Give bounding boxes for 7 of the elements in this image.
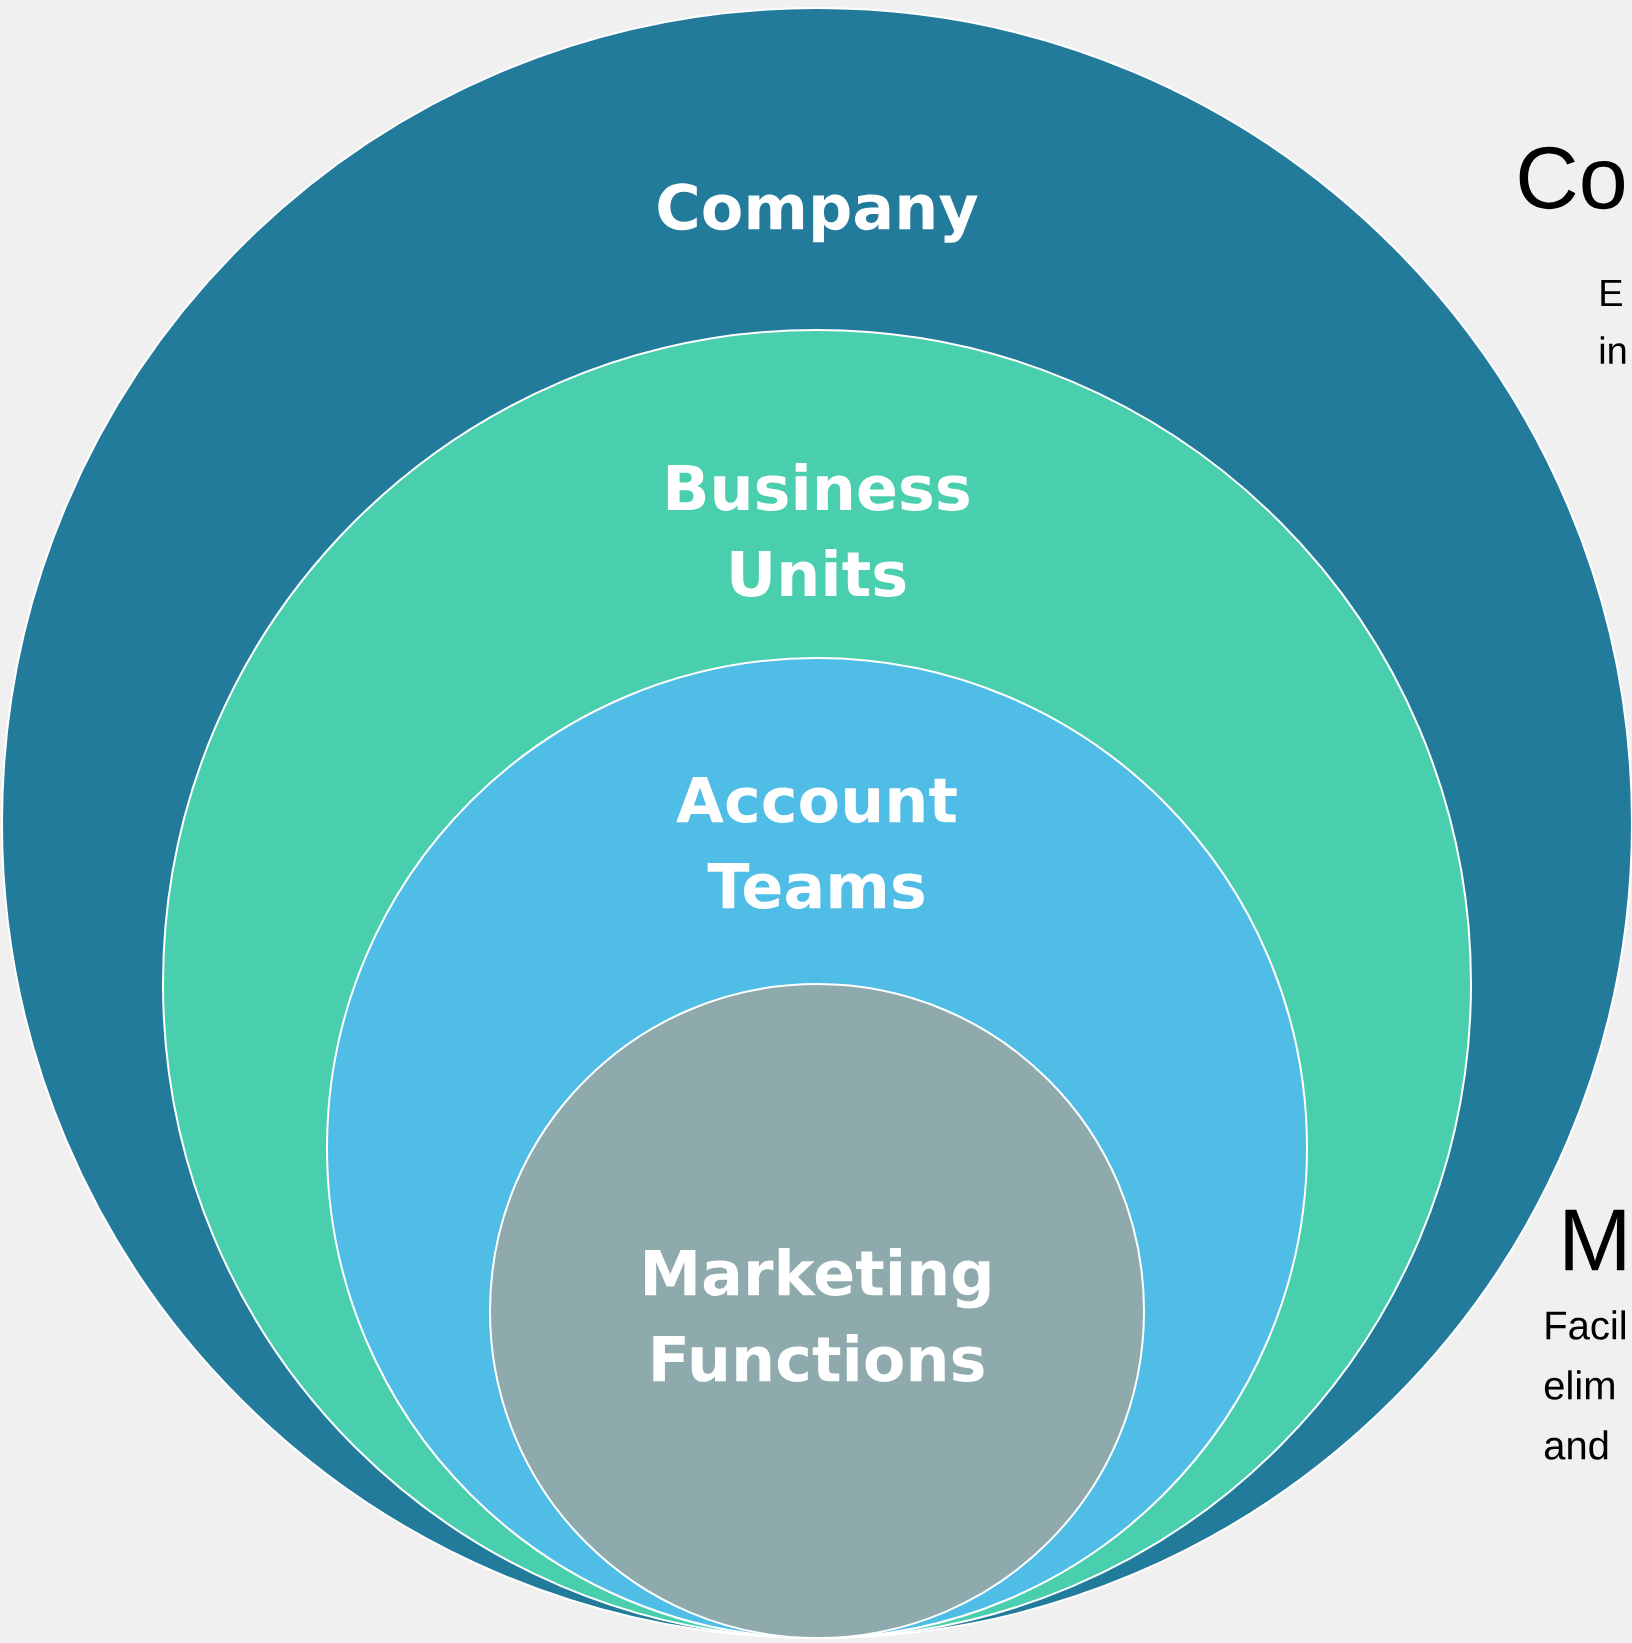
cut-off-text: E bbox=[1601, 279, 1622, 307]
cut-off-text: elim bbox=[1544, 1370, 1614, 1400]
cut-off-text: and bbox=[1544, 1430, 1608, 1460]
cut-off-text: Co bbox=[1519, 146, 1624, 210]
cut-off-text: Facil bbox=[1546, 1310, 1625, 1340]
cut-off-text: M bbox=[1565, 1209, 1625, 1271]
cut-off-text: in bbox=[1600, 336, 1626, 364]
